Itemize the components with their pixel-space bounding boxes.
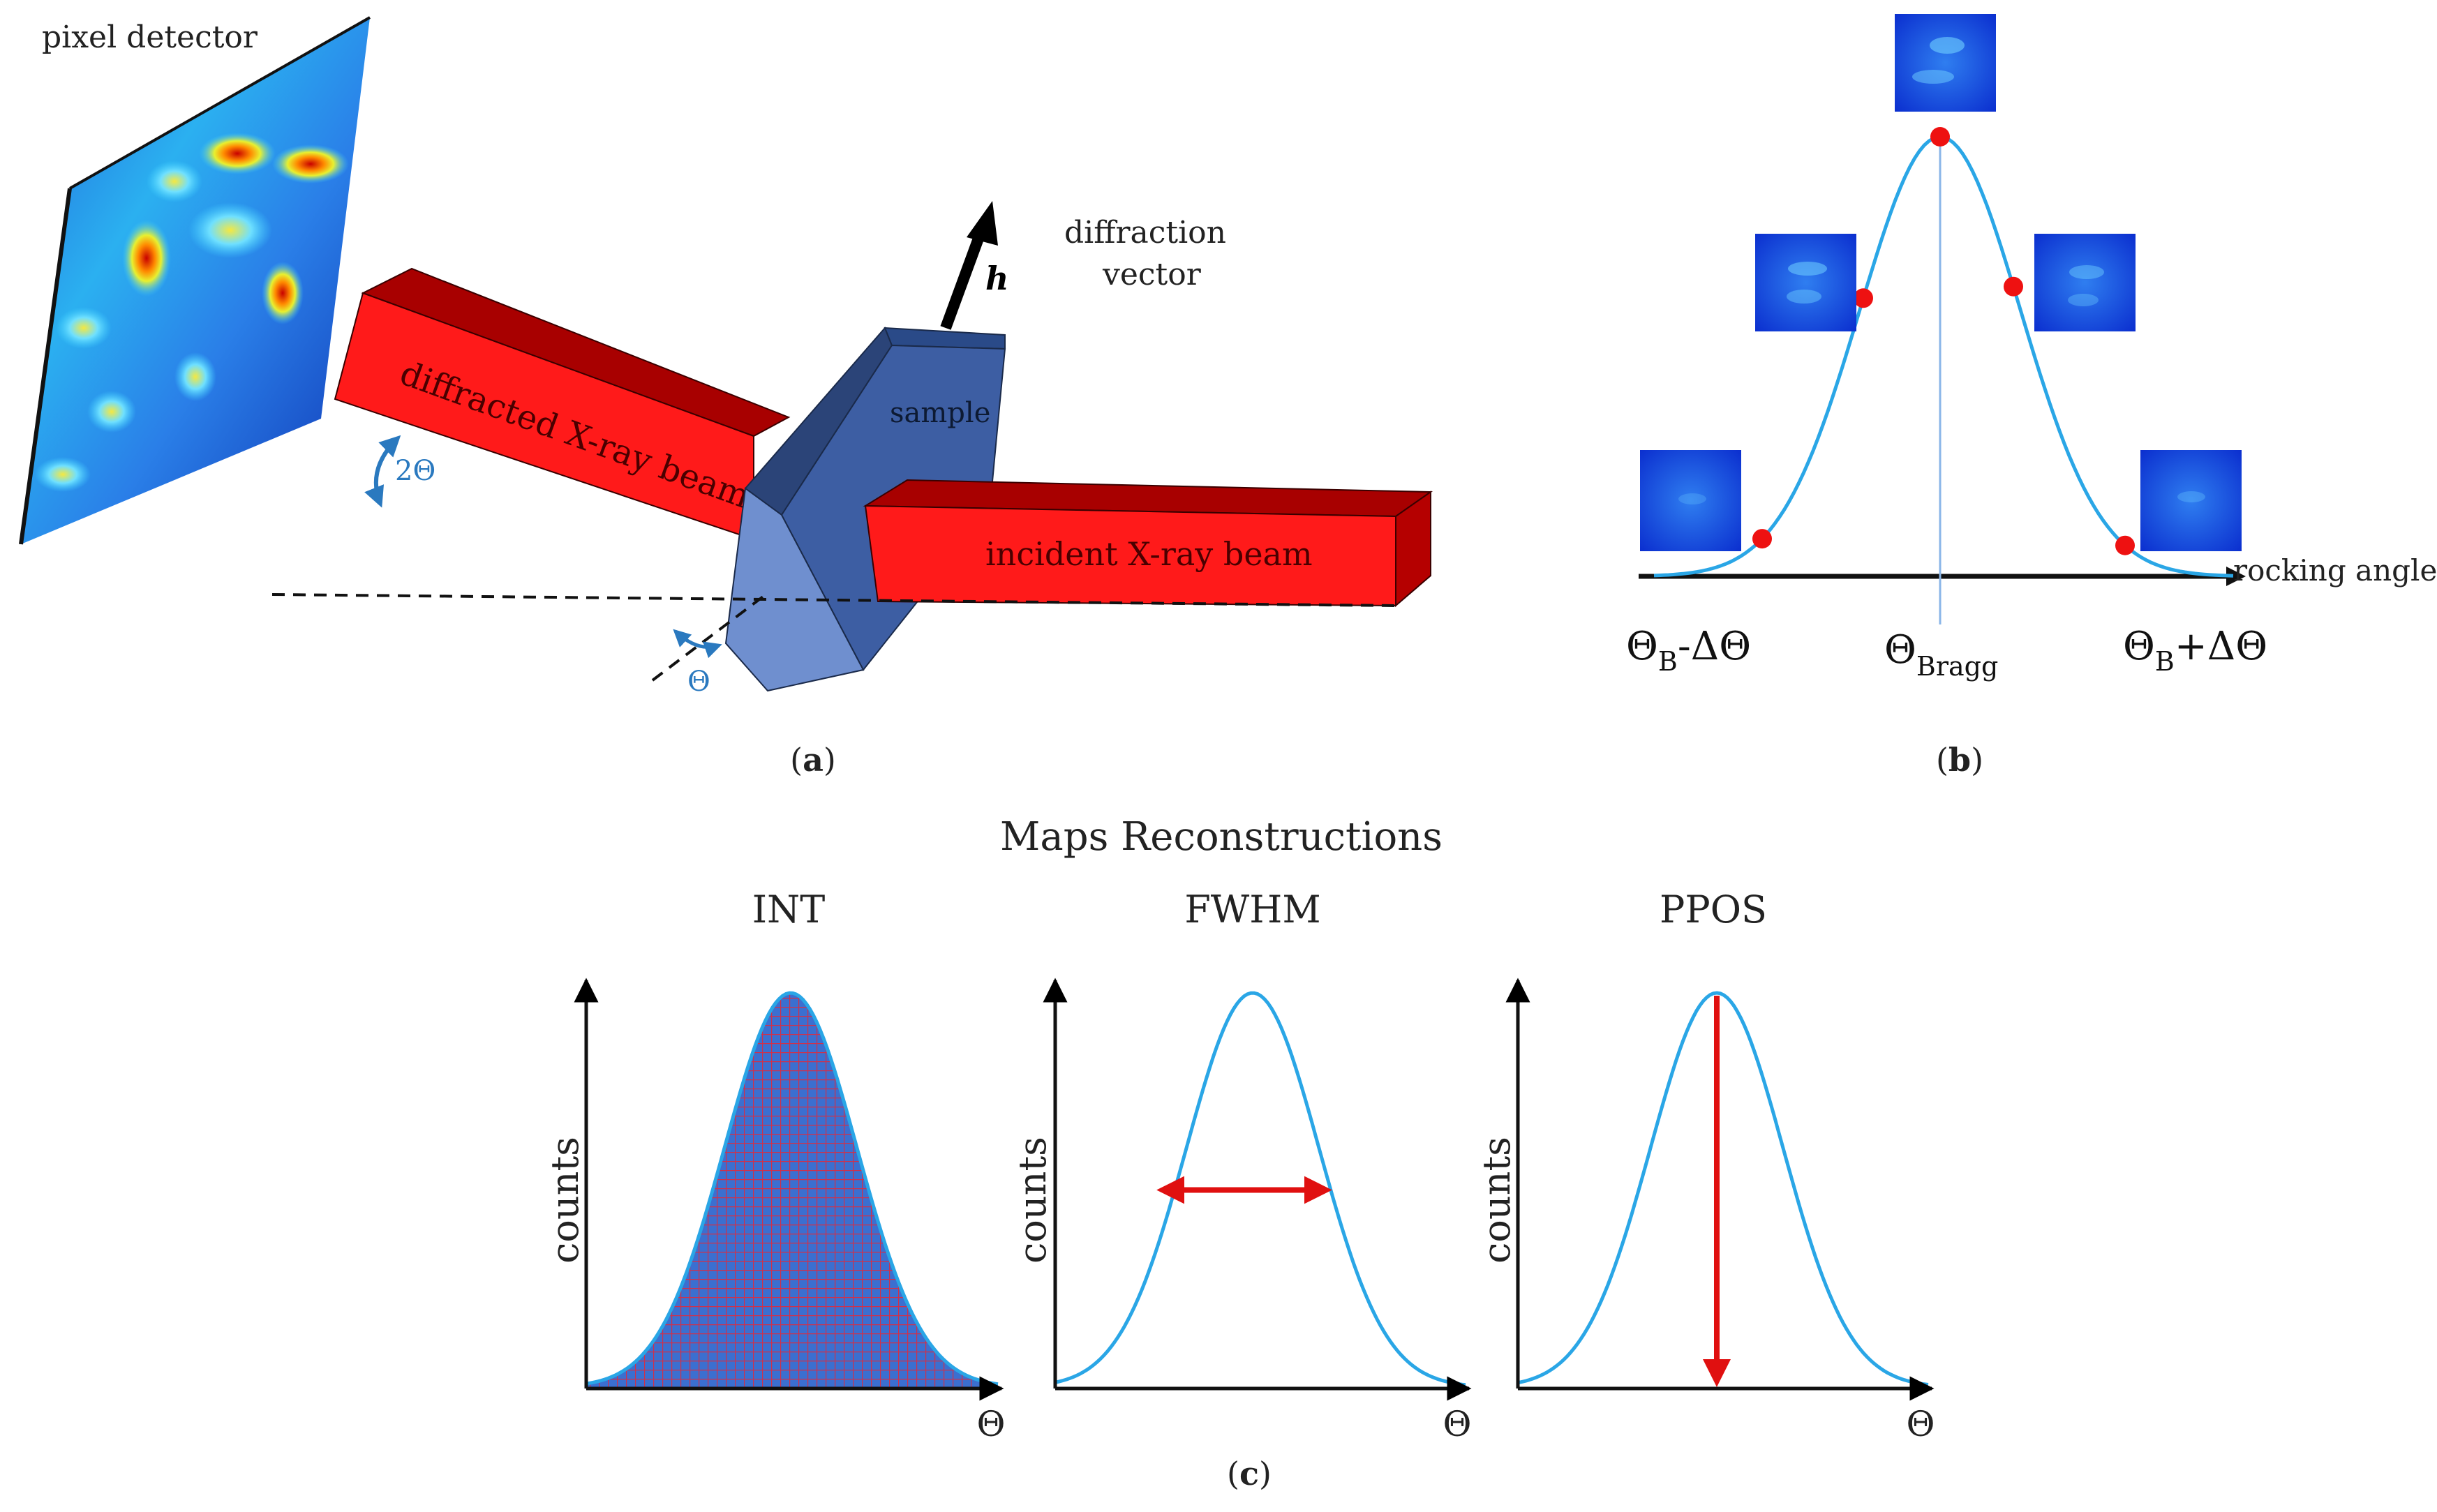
int-area — [588, 993, 998, 1389]
h-label: h — [985, 260, 1008, 297]
point-left-mid — [1854, 288, 1873, 308]
theta-b-minus-label: ΘB-ΔΘ — [1626, 624, 1751, 677]
fwhm-ylabel: counts — [1011, 1137, 1054, 1264]
caption-a: (a) — [790, 741, 836, 779]
sample-label: sample — [890, 397, 990, 429]
diffraction-vector-arrow: h diffraction vector — [940, 201, 1226, 330]
ppos-curve — [1519, 991, 1929, 1386]
rocking-angle-label: rocking angle — [2233, 553, 2437, 587]
thumbnail-mid-left — [1755, 234, 1856, 331]
point-right-low — [2115, 535, 2135, 555]
ppos-ylabel: counts — [1475, 1137, 1519, 1264]
rocking-axis-arrowhead — [2226, 567, 2246, 586]
theta-label: Θ — [687, 666, 710, 698]
panel-a: pixel detector diffracted X-ray beam 2Θ … — [19, 16, 1433, 779]
panel-c: Maps Reconstructions INT counts Θ FWHM c… — [543, 814, 1935, 1492]
int-xlabel: Θ — [977, 1404, 1006, 1444]
thumbnail-top — [1895, 14, 1996, 112]
ppos-label: PPOS — [1660, 888, 1767, 931]
thumbnail-mid-right — [2034, 234, 2136, 331]
theta-b-plus-label: ΘB+ΔΘ — [2123, 624, 2267, 677]
fwhm-xlabel: Θ — [1443, 1404, 1472, 1444]
detector-label: pixel detector — [42, 20, 258, 55]
panel-b: rocking angle ΘB-ΔΘ ΘBragg — [1626, 14, 2437, 779]
incident-beam: incident X-ray beam — [863, 479, 1433, 608]
theta-rotation-indicator: Θ — [673, 629, 722, 698]
int-curve — [587, 991, 999, 1386]
ppos-xlabel: Θ — [1907, 1404, 1935, 1444]
point-left-low — [1752, 529, 1772, 549]
int-label: INT — [752, 888, 826, 931]
maps-title: Maps Reconstructions — [1000, 814, 1443, 860]
incident-beam-label: incident X-ray beam — [985, 535, 1313, 573]
thumbnail-bottom-left — [1640, 450, 1741, 551]
int-ylabel: counts — [543, 1137, 587, 1264]
point-right-mid — [2004, 276, 2023, 297]
fwhm-label: FWHM — [1184, 888, 1320, 931]
fwhm-plot: FWHM counts Θ — [1011, 888, 1472, 1444]
caption-c: (c) — [1227, 1455, 1272, 1492]
two-theta-label: 2Θ — [395, 455, 435, 487]
diffraction-vector-label-line1: diffraction — [1064, 215, 1226, 250]
two-theta-indicator: 2Θ — [364, 435, 435, 508]
ppos-plot: PPOS counts Θ — [1475, 888, 1935, 1444]
caption-b: (b) — [1936, 741, 1983, 779]
pixel-detector: pixel detector — [19, 16, 371, 545]
thumbnail-bottom-right — [2140, 450, 2242, 551]
diffracted-beam: diffracted X-ray beam — [334, 267, 791, 541]
int-plot: INT counts Θ — [543, 888, 1006, 1444]
diffraction-vector-label-line2: vector — [1102, 257, 1202, 292]
rocking-points — [1752, 127, 2135, 555]
fwhm-curve — [1056, 991, 1466, 1387]
point-peak — [1930, 127, 1950, 147]
theta-bragg-label: ΘBragg — [1884, 627, 1998, 682]
